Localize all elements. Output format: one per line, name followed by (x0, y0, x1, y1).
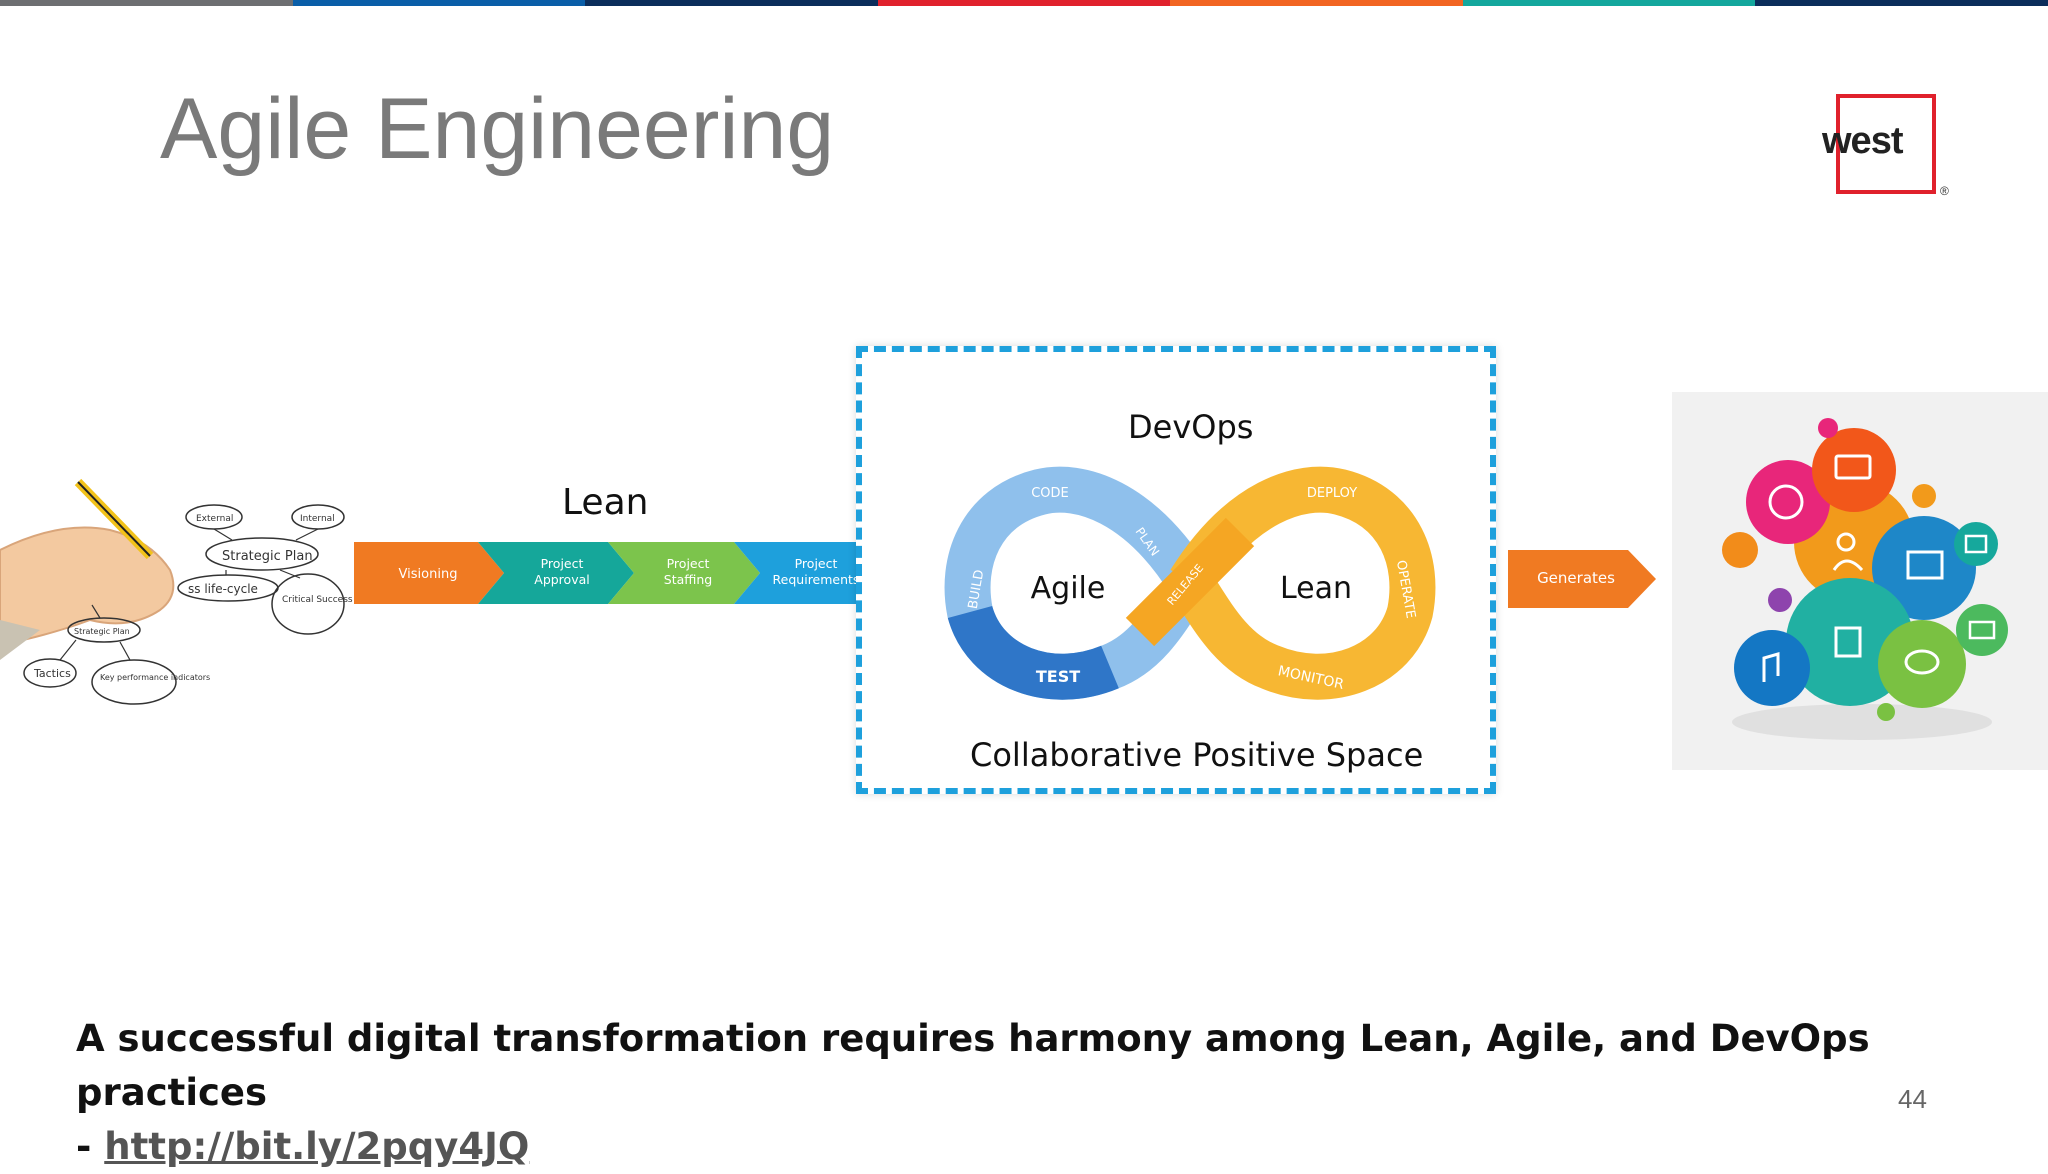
devops-title: DevOps (1128, 408, 1254, 446)
sketch-label-strategic-plan: Strategic Plan (222, 549, 313, 564)
caption-dash: - (76, 1125, 92, 1168)
music-icon (1762, 652, 1780, 682)
stage-test: TEST (1036, 667, 1080, 686)
top-strip-segment (292, 0, 586, 6)
notepad-icon (1834, 626, 1862, 658)
collaborative-space-label: Collaborative Positive Space (970, 736, 1424, 774)
lean-loop-label: Lean (1280, 571, 1352, 606)
stage-code: CODE (1031, 486, 1069, 501)
generates-label: Generates (1537, 569, 1615, 587)
devops-infinity-loop: Agile Lean CODE BUILD TEST PLAN DEPLOY O… (944, 466, 1436, 700)
sketch-label-external: External (196, 514, 233, 524)
stage-deploy: DEPLOY (1307, 486, 1357, 501)
top-strip-segment (877, 0, 1171, 6)
top-strip-segment (585, 0, 878, 6)
top-strip-segment (1755, 0, 2048, 6)
top-strip-segment (1462, 0, 1756, 6)
chevron-project-approval (478, 542, 634, 604)
sketch-label-tactics: Tactics (33, 667, 71, 680)
step-visioning-label: Visioning (399, 567, 458, 582)
touch-screen-icon (1906, 550, 1944, 580)
top-color-strip (0, 0, 2048, 6)
chat-icon (1904, 649, 1940, 675)
mail-icon (1968, 620, 1996, 640)
sketch-label-internal: Internal (300, 514, 335, 524)
page-number: 44 (1898, 1084, 1927, 1114)
agile-loop-label: Agile (1031, 571, 1106, 606)
chevron-project-requirements (734, 542, 890, 604)
chevron-visioning (354, 542, 504, 604)
west-logo-frame (1836, 94, 1936, 194)
top-strip-segment (1170, 0, 1463, 6)
sketch-label-lifecycle: ss life-cycle (188, 582, 258, 596)
page-title: Agile Engineering (160, 81, 835, 177)
caption-link[interactable]: http://bit.ly/2pqy4JQ (104, 1125, 530, 1168)
laptop-icon (1834, 454, 1872, 480)
sketch-label-critical: Critical Success factors (282, 595, 360, 605)
stage-build: BUILD (966, 569, 988, 611)
digital-apps-bubbles-image (1672, 392, 2048, 770)
sketch-label-strategic-plan-2: Strategic Plan (74, 627, 130, 636)
people-icon (1832, 532, 1864, 572)
top-strip-segment (0, 0, 293, 6)
chevron-project-staffing (608, 542, 760, 604)
caption-text: A successful digital transformation requ… (76, 1017, 1870, 1114)
shopping-bag-icon (1964, 534, 1988, 554)
strategy-sketch-image: External Internal Strategic Plan ss life… (0, 470, 360, 720)
registered-mark: ® (1940, 184, 1949, 198)
slide-caption: A successful digital transformation requ… (76, 1012, 1876, 1174)
lean-flow-label: Lean (562, 482, 649, 523)
generates-arrow (1508, 550, 1656, 608)
sketch-label-kpi: Key performance indicators (100, 673, 210, 682)
globe-icon (1768, 484, 1804, 520)
west-logo: west (1822, 120, 1903, 162)
